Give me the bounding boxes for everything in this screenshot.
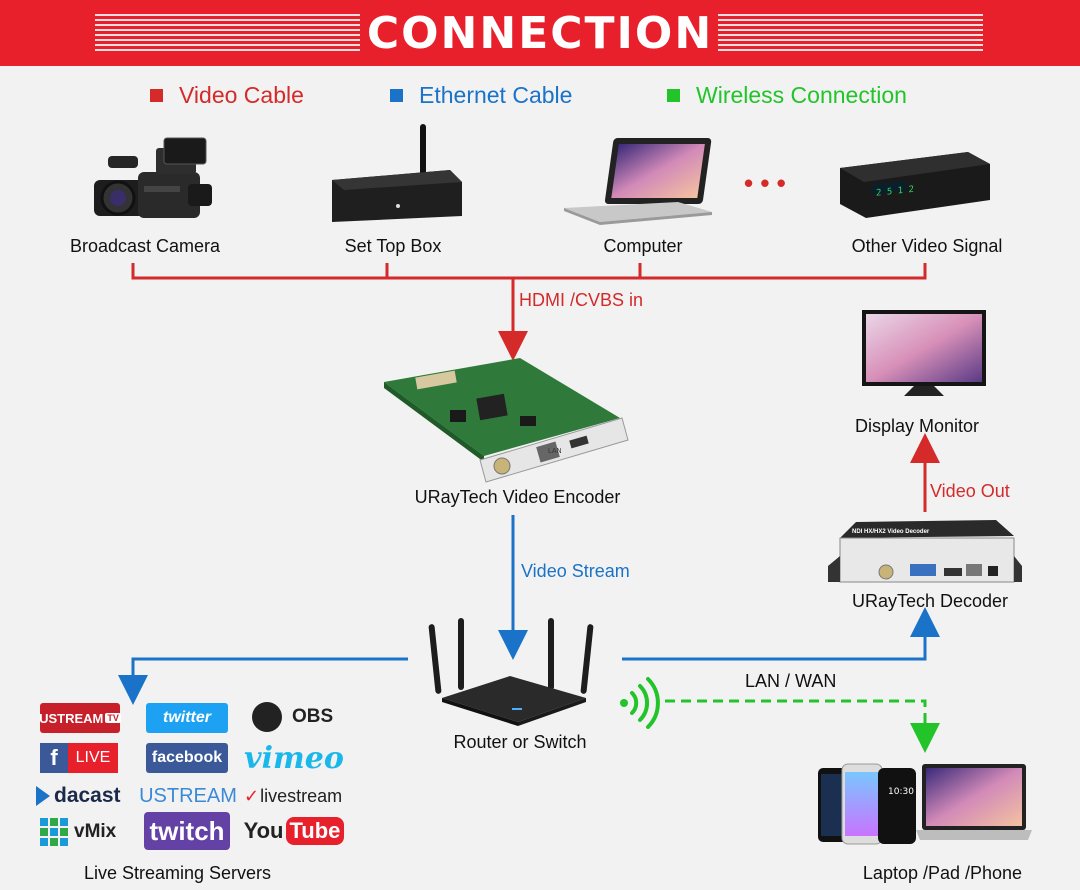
header-stripes-right: [718, 14, 983, 54]
facebook-text: facebook: [151, 749, 223, 766]
video-cable-bus: [131, 263, 927, 361]
wireless-line: [665, 699, 940, 753]
ustream-tv-text: USTREAM: [39, 710, 104, 726]
router-icon: [428, 618, 594, 726]
twitter-text: twitter: [163, 709, 211, 726]
dacast-logo: dacast: [36, 781, 126, 811]
ustream-logo: USTREAM: [139, 783, 237, 809]
legend-ethernet-cable: Ethernet Cable: [390, 82, 572, 109]
legend-wireless-swatch: [667, 89, 680, 102]
legend-video-cable: Video Cable: [150, 82, 304, 109]
legend-wireless-label: Wireless Connection: [696, 82, 907, 108]
legend-ethernet-label: Ethernet Cable: [419, 82, 573, 108]
facebook-logo: facebook: [146, 743, 228, 773]
facebook-live-text: LIVE: [68, 743, 118, 773]
dacast-text: dacast: [54, 784, 121, 807]
header-banner: [0, 0, 1080, 66]
obs-logo: OBS: [252, 700, 342, 734]
router-to-servers-line: [118, 657, 408, 705]
clients-label: Laptop /Pad /Phone: [862, 863, 1023, 883]
youtube-tube-text: Tube: [285, 817, 345, 845]
other-video-label: Other Video Signal: [851, 236, 1003, 256]
decoder-label: URayTech Decoder: [851, 591, 1009, 611]
header-stripes-left: [95, 14, 360, 54]
video-stream-label: Video Stream: [521, 561, 630, 581]
display-monitor-label: Display Monitor: [854, 416, 980, 436]
vimeo-text: vimeo: [244, 740, 344, 776]
twitch-text: twitch: [149, 815, 225, 846]
client-devices-icon: 10:30: [818, 763, 1032, 845]
livestream-logo: ✓ livestream: [244, 783, 344, 809]
vmix-text: vMix: [74, 821, 117, 842]
encoder-label: URayTech Video Encoder: [414, 487, 621, 507]
camera-label: Broadcast Camera: [69, 236, 221, 256]
laptop-computer-icon: [564, 138, 712, 225]
ustream-text: USTREAM: [139, 784, 237, 807]
svg-text:10:30: 10:30: [888, 787, 914, 797]
facebook-live-logo: f LIVE: [40, 743, 122, 773]
legend-ethernet-swatch: [390, 89, 403, 102]
broadcast-camera-icon: [94, 137, 212, 218]
video-encoder-icon: [384, 358, 629, 483]
set-top-box-label: Set Top Box: [344, 236, 442, 256]
set-top-box-icon: [332, 124, 462, 222]
ustream-tv-logo: USTREAM TV: [39, 703, 121, 733]
legend-wireless-connection: Wireless Connection: [667, 82, 907, 109]
youtube-logo: You Tube: [243, 814, 345, 848]
dacast-icon: [36, 786, 50, 806]
display-monitor-icon: [862, 310, 986, 396]
router-label: Router or Switch: [453, 732, 587, 752]
obs-icon: [252, 702, 282, 732]
vmix-icon: [40, 818, 68, 846]
youtube-you-text: You: [243, 818, 284, 843]
facebook-f-icon: f: [40, 743, 68, 773]
hdmi-cvbs-in-label: HDMI /CVBS in: [519, 290, 644, 310]
obs-text: OBS: [292, 706, 334, 727]
more-sources-ellipsis: • • •: [744, 168, 786, 198]
legend-video-swatch: [150, 89, 163, 102]
servers-label: Live Streaming Servers: [83, 863, 272, 883]
computer-label: Computer: [603, 236, 683, 256]
livestream-text: livestream: [260, 785, 343, 806]
vmix-logo: vMix: [40, 817, 126, 847]
ustream-tv-badge: TV: [105, 713, 121, 723]
decoder-device-title: NDI HX/HX2 Video Decoder: [852, 529, 930, 535]
receiver-box-icon: 2 5 1 2: [840, 152, 990, 218]
wifi-signal-icon: [620, 677, 660, 729]
encoder-lan-port-label: LAN: [548, 448, 562, 455]
lan-wan-label: LAN / WAN: [745, 671, 837, 691]
router-to-decoder-line: [622, 607, 940, 661]
video-out-label: Video Out: [930, 481, 1010, 501]
legend-video-label: Video Cable: [179, 82, 304, 108]
vimeo-logo: vimeo: [244, 738, 344, 778]
twitch-logo: twitch: [144, 812, 230, 850]
receiver-display: 2 5 1 2: [876, 185, 914, 199]
page-title: CONNECTION: [366, 8, 714, 59]
twitter-logo: twitter: [146, 703, 228, 733]
video-decoder-icon: [828, 520, 1022, 583]
livestream-check-icon: ✓: [244, 785, 260, 806]
